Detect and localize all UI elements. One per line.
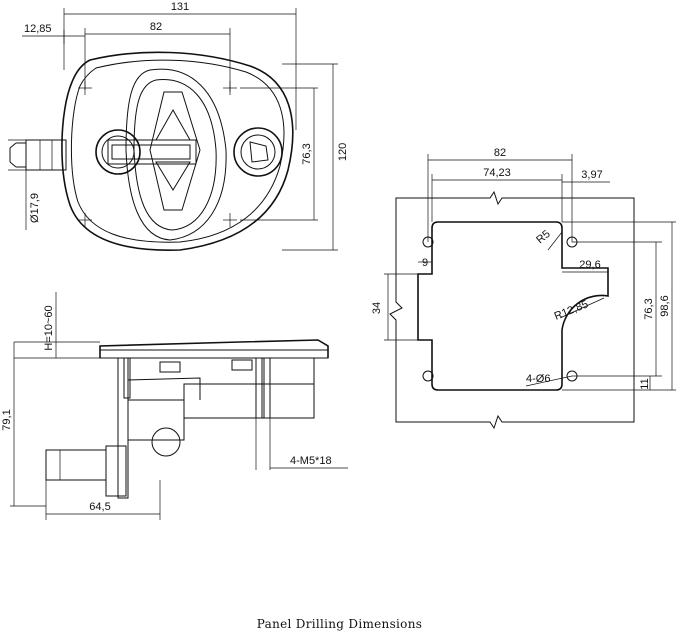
dim-hole-spacing: 82 [150,21,162,33]
dim-height: 120 [337,143,349,161]
front-view: 131 82 12,85 120 76,3 Ø17,9 [8,1,349,251]
dim-width: 131 [171,1,189,13]
dim-panel-thickness: H=10~60 [43,305,55,350]
cutout-dim-notch-width: 29,6 [579,259,600,271]
cutout-dim-corner-radius: R5 [534,228,552,246]
side-view: H=10~60 79,1 64,5 4-M5*18 [1,292,348,520]
cutout-dim-notch-radius: R12,85 [553,298,590,322]
dim-hole-vertical: 76,3 [301,143,313,164]
dim-total-height: 79,1 [1,409,13,430]
cutout-dim-width: 74,23 [483,167,511,179]
cutout-dim-hole-spacing: 82 [494,147,506,159]
dim-tube-diameter: Ø17,9 [29,193,41,223]
cutout-dim-step: 9 [422,257,428,269]
dim-screws: 4-M5*18 [290,455,332,467]
cutout-view: 82 74,23 3,97 R5 9 29,6 R12,85 34 76,3 9… [371,147,676,430]
cutout-dim-bottom-offset: 11 [639,378,651,389]
cutout-dim-edge-offset: 3,97 [581,169,602,181]
dim-offset: 12,85 [24,23,52,35]
cutout-dim-left-height: 34 [371,302,383,314]
cutout-dim-hole-vertical: 76,3 [643,298,655,319]
cutout-dim-holes: 4-Ø6 [526,373,550,385]
drawing-caption: Panel Drilling Dimensions [256,617,423,631]
cutout-dim-height: 98,6 [659,295,671,316]
dim-depth: 64,5 [89,501,110,513]
